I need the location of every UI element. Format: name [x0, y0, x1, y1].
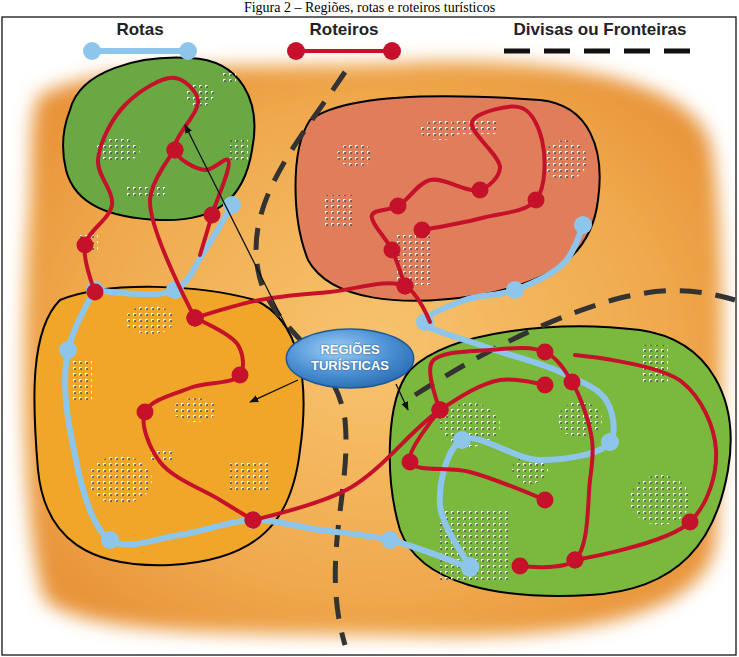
stop-dot — [432, 402, 449, 419]
town-patches — [70, 70, 690, 580]
stop-dot — [204, 207, 221, 224]
stop-dot — [506, 281, 524, 299]
stop-dot — [567, 552, 584, 569]
stop-dot — [528, 192, 545, 209]
stop-dot — [432, 402, 449, 419]
path-segment — [85, 78, 229, 292]
path-segment — [65, 290, 470, 568]
path-segment — [430, 348, 593, 567]
route-network — [59, 196, 619, 577]
stop-dot — [537, 344, 554, 361]
stop-dot — [682, 514, 699, 531]
stop-dot — [472, 182, 489, 199]
stop-dot — [574, 216, 592, 234]
stop-dot — [187, 310, 204, 327]
legend-swatch — [500, 40, 700, 62]
legend-text: Rotas — [82, 20, 198, 40]
figure-title: Figura 2 – Regiões, rotas e roteiros tur… — [0, 0, 739, 16]
stop-dot — [461, 557, 479, 575]
frame — [2, 17, 736, 655]
stop-dot — [402, 454, 419, 471]
stop-dot — [397, 278, 414, 295]
stop-dot — [101, 531, 119, 549]
stop-dot — [384, 242, 401, 259]
legend-entry: Roteiros — [286, 20, 402, 62]
stop-dot — [187, 310, 204, 327]
stop-dot — [537, 377, 554, 394]
path-segment — [410, 410, 545, 500]
path-segment — [425, 225, 614, 566]
stop-dot — [601, 433, 619, 451]
path-segment — [253, 379, 545, 520]
stop-dot — [512, 558, 529, 575]
stop-dot — [232, 367, 249, 384]
stop-dot — [381, 531, 399, 549]
stop-dot — [77, 237, 94, 254]
stop-dot — [432, 402, 449, 419]
itinerary-network — [77, 78, 717, 575]
stop-dot — [244, 511, 262, 529]
path-segment — [144, 318, 253, 520]
stop-dot — [567, 552, 584, 569]
legend-text: Roteiros — [286, 20, 402, 40]
path-segment — [150, 150, 195, 318]
stop-dot — [453, 431, 471, 449]
stop-dot — [167, 142, 184, 159]
stop-dot — [187, 310, 204, 327]
stop-dot — [245, 512, 262, 529]
stop-dot — [537, 492, 554, 509]
stop-dot — [167, 142, 184, 159]
node-text: REGIÕES TURÍSTICAS — [311, 342, 389, 373]
legend-entry: Rotas — [82, 20, 198, 62]
legend-swatch — [82, 40, 198, 62]
stop-dot — [87, 284, 104, 301]
region-label-ellipse: REGIÕES TURÍSTICAS — [285, 327, 415, 390]
path-segment — [575, 355, 716, 560]
border-lines — [256, 72, 735, 645]
stop-dot — [137, 404, 154, 421]
stop-dot — [564, 374, 581, 391]
stop-dot — [59, 341, 77, 359]
stop-dot — [245, 512, 262, 529]
legend-entry: Divisas ou Fronteiras — [500, 20, 700, 62]
legend-swatch — [286, 40, 402, 62]
stop-dot — [390, 198, 407, 215]
legend-text: Divisas ou Fronteiras — [500, 20, 700, 40]
stop-dot — [397, 278, 414, 295]
stop-dot — [414, 222, 431, 239]
path-segment — [372, 107, 545, 286]
path-segment — [195, 283, 430, 322]
